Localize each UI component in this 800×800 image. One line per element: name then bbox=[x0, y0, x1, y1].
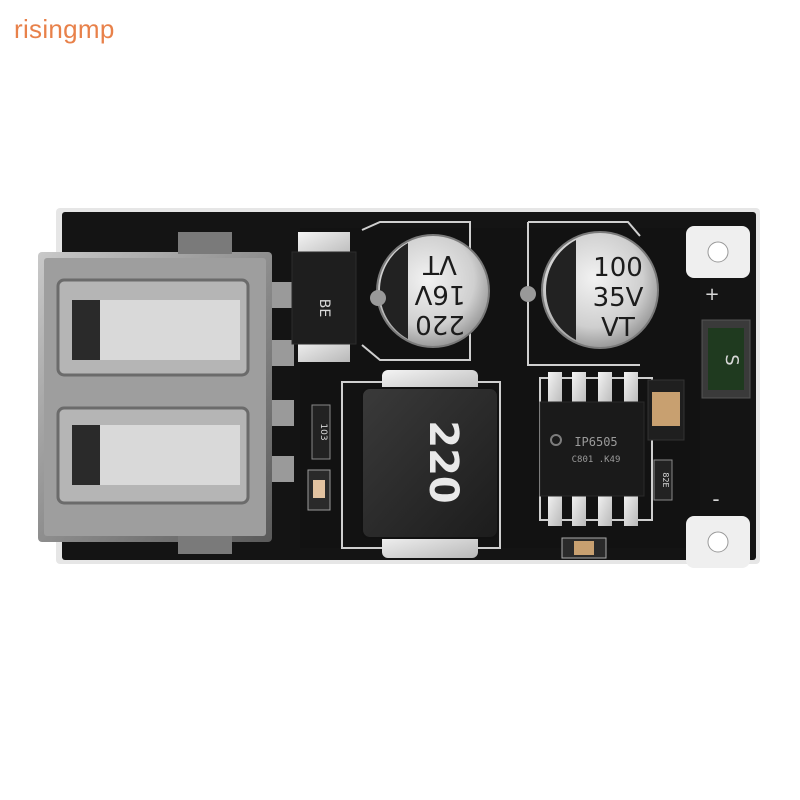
ic-ip6505: IP6505 C801 .K49 bbox=[539, 372, 645, 526]
cap-left-voltage: 16V bbox=[414, 279, 465, 309]
cap-right-series: VT bbox=[601, 313, 635, 343]
inductor-marking: 220 bbox=[420, 420, 466, 504]
cap-left-value: 220 bbox=[415, 309, 465, 339]
ic-subtext: C801 .K49 bbox=[572, 455, 621, 465]
resistor-marking: 103 bbox=[318, 423, 328, 440]
inductor-220: 220 bbox=[361, 370, 499, 558]
cap-right-value: 100 bbox=[593, 253, 643, 283]
smd-components: 103 82E bbox=[307, 286, 685, 559]
capacitor-220-16v: 220 16V VT bbox=[376, 234, 490, 348]
fuse-marking: S bbox=[721, 354, 742, 365]
fuse: S bbox=[701, 319, 751, 399]
usb-a-connector bbox=[38, 232, 294, 554]
input-pads: + - bbox=[686, 226, 750, 568]
ic-marking: IP6505 bbox=[574, 435, 617, 449]
cap-left-series: VT bbox=[423, 249, 457, 279]
watermark-text: risingmp bbox=[14, 14, 115, 44]
plus-label: + bbox=[704, 284, 719, 305]
capacitor-100-35v: 100 35V VT bbox=[541, 231, 659, 349]
diode-marking: BE bbox=[316, 299, 332, 317]
small-resistor-marking: 82E bbox=[661, 472, 670, 487]
schottky-diode: BE bbox=[291, 232, 357, 362]
cap-right-voltage: 35V bbox=[593, 283, 644, 313]
minus-label: - bbox=[712, 487, 719, 511]
